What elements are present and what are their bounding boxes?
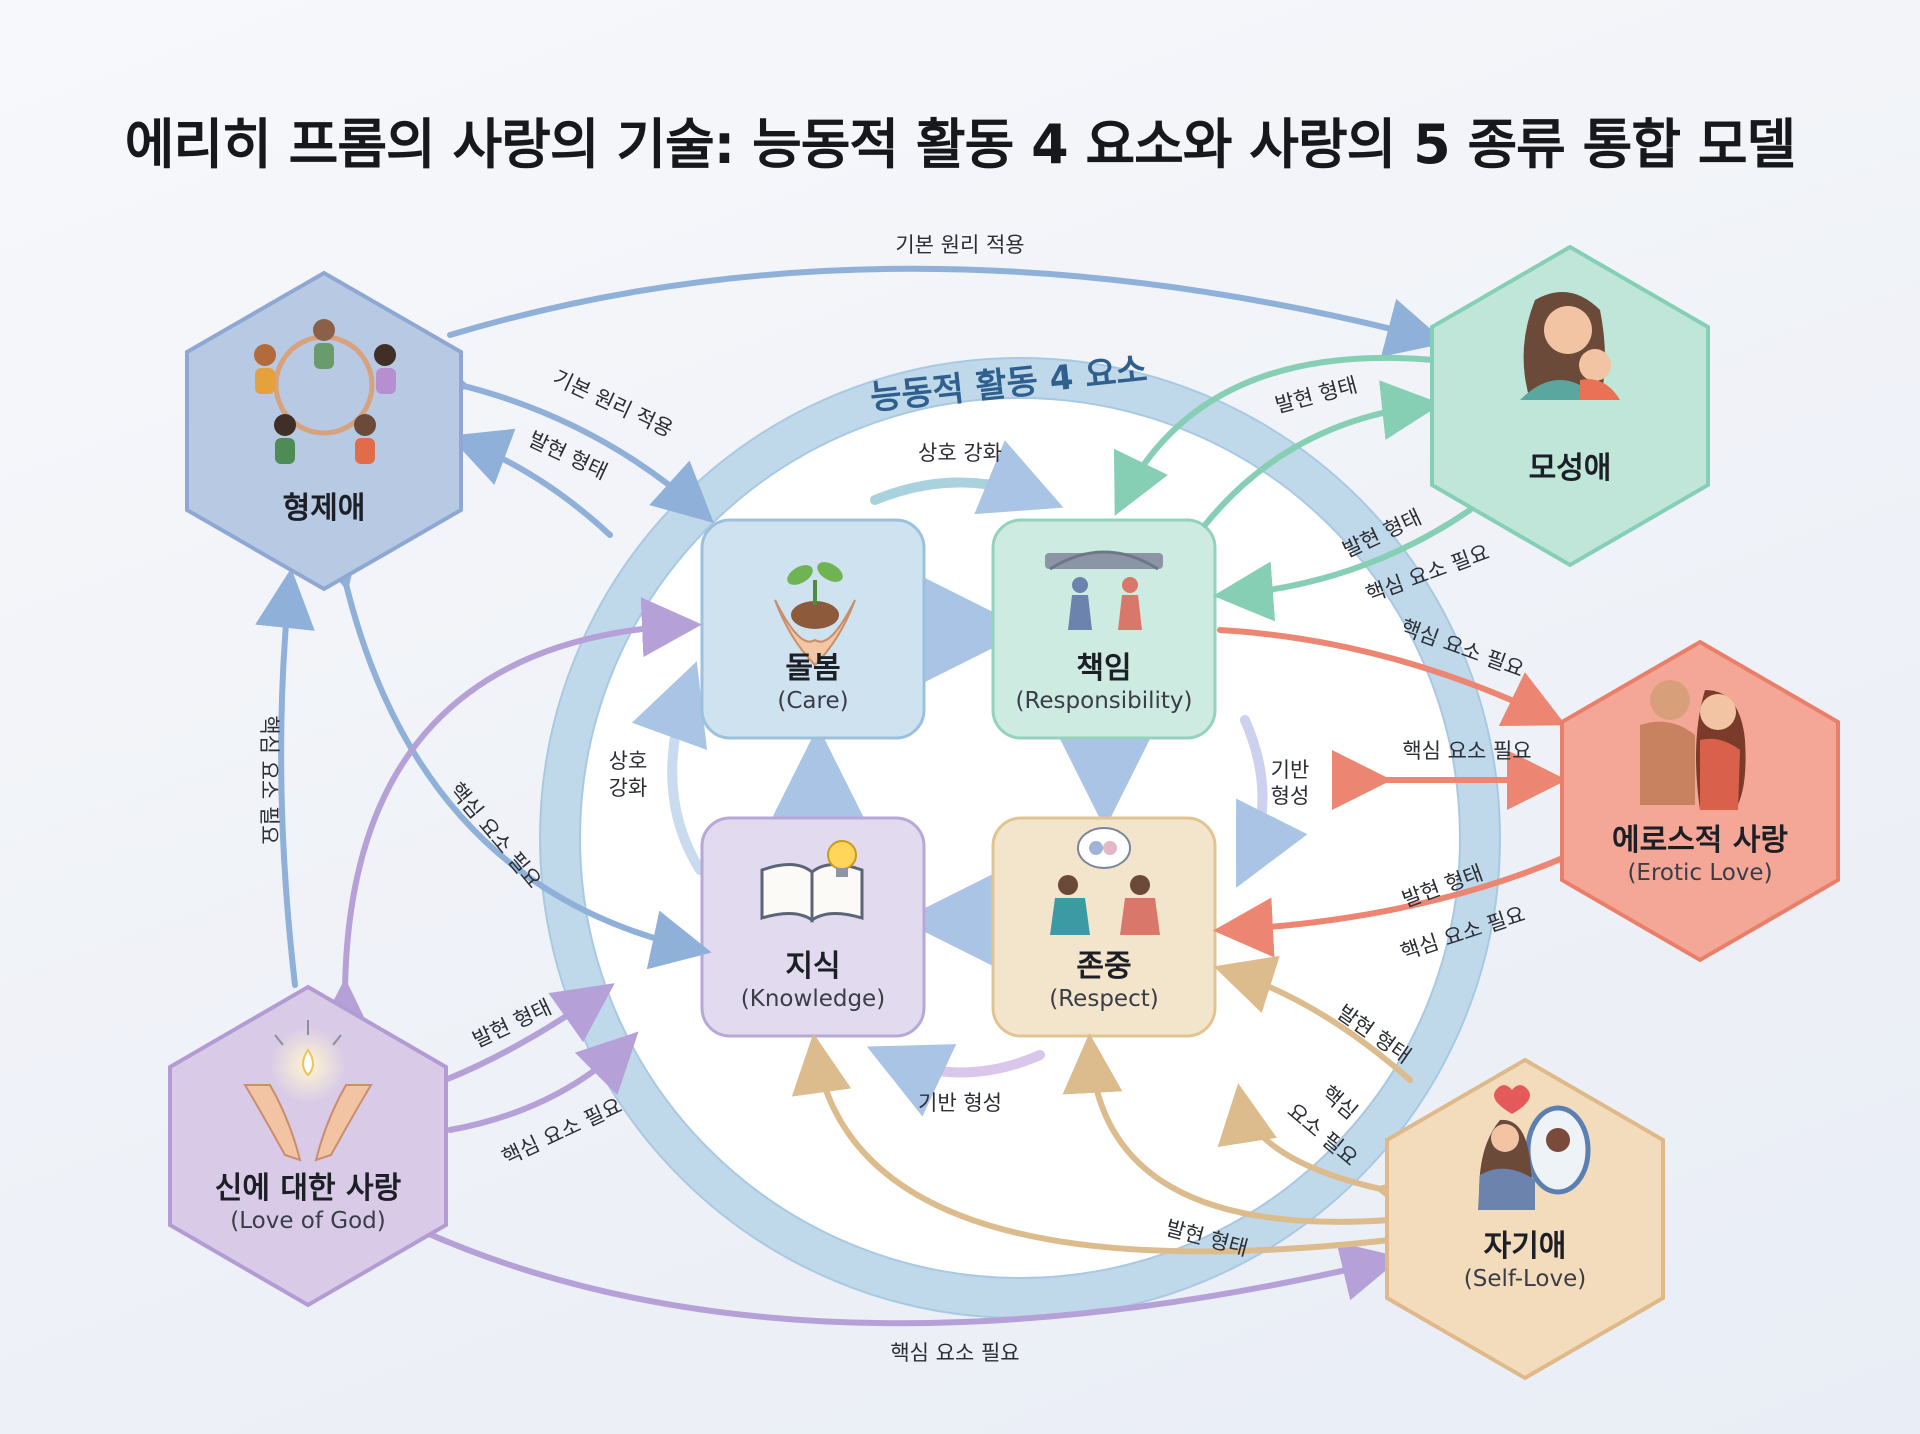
label-motherly-manifest-1: 발현 형태: [1273, 373, 1360, 418]
hex-motherly: 모성애: [1430, 244, 1710, 568]
self-label-en: (Self-Love): [1464, 1266, 1586, 1292]
hex-god: 신에 대한 사랑 (Love of God): [168, 984, 448, 1308]
self-to-knowledge-arrow: [791, 1033, 1393, 1255]
self-label-ko: 자기애: [1484, 1229, 1567, 1264]
god-hexagon: [168, 984, 448, 1308]
god-label-ko: 신에 대한 사랑: [215, 1171, 402, 1206]
element-care: 돌봄 (Care): [700, 518, 926, 740]
element-knowledge: 지식 (Knowledge): [700, 816, 926, 1038]
motherly-hexagon: [1430, 244, 1710, 568]
label-foundation-right-a: 기반: [1271, 758, 1310, 782]
book-lightbulb-icon: [760, 840, 864, 923]
label-brotherly-basic: 기본 원리 적용: [549, 365, 676, 441]
foundation-right-arrow: [1236, 715, 1308, 888]
hands-light-icon: [243, 1020, 373, 1162]
erotic-label-en: (Erotic Love): [1627, 860, 1772, 886]
self-manifest-arrow: [1213, 955, 1413, 1083]
label-top-basic: 기본 원리 적용: [895, 233, 1024, 257]
mirror-heart-icon: [1478, 1085, 1591, 1210]
label-foundation-bottom: 기반 형성: [918, 1091, 1002, 1115]
circle-of-people-icon: [254, 319, 396, 464]
connector-arrows: [255, 265, 1573, 1327]
responsibility-label-en: (Responsibility): [1015, 688, 1192, 714]
responsibility-label-ko: 책임: [1076, 651, 1131, 686]
respect-label-en: (Respect): [1049, 986, 1158, 1012]
care-label-en: (Care): [777, 688, 848, 714]
hex-self: 자기애 (Self-Love): [1385, 1057, 1665, 1381]
couple-embrace-icon: [1640, 680, 1746, 810]
erotic-label-ko: 에로스적 사랑: [1612, 823, 1788, 858]
label-vertical-core: 핵심 요소 필요: [257, 715, 281, 844]
erotic-to-respect-arrow: [1213, 852, 1573, 958]
mother-child-icon: [1520, 292, 1620, 400]
label-god-manifest: 발현 형태: [469, 995, 555, 1052]
sprout-in-hands-icon: [774, 562, 856, 667]
brotherly-manifest-arrow: [448, 428, 613, 538]
self-core-arrow: [1217, 1083, 1439, 1230]
god-to-self-arrow: [417, 1227, 1402, 1327]
label-brotherly-core: 핵심 요소 필요: [445, 778, 546, 892]
label-foundation-right-b: 형성: [1271, 784, 1310, 808]
foundation-bottom-arrow: [866, 1044, 1045, 1117]
motherly-label: 모성애: [1529, 451, 1612, 486]
brotherly-care-arrow: [406, 344, 714, 524]
responsibility-to-erotic-arrow: [1217, 627, 1566, 727]
knowledge-label-en: (Knowledge): [741, 986, 885, 1012]
brotherly-label: 형제애: [283, 491, 366, 526]
god-label-en: (Love of God): [230, 1208, 385, 1234]
element-responsibility: 책임 (Responsibility): [991, 518, 1217, 740]
label-mutual-left-b: 강화: [609, 776, 648, 800]
responsibility-box: [991, 518, 1217, 740]
people-bowing-icon: [1050, 827, 1160, 935]
element-respect: 존중 (Respect): [991, 816, 1217, 1038]
label-god-core: 핵심 요소 필요: [498, 1093, 625, 1169]
god-to-brotherly-arrow: [255, 568, 315, 988]
responsibility-to-motherly-arrow: [1202, 380, 1442, 528]
care-label-ko: 돌봄: [785, 651, 840, 686]
motherly-manifest-arrow-1: [1113, 354, 1438, 516]
people-holding-bridge-icon: [1045, 550, 1163, 630]
label-bottom-core: 핵심 요소 필요: [890, 1341, 1019, 1365]
hex-erotic: 에로스적 사랑 (Erotic Love): [1560, 639, 1840, 963]
god-care-arrow: [314, 597, 702, 1039]
hex-brotherly: 형제애: [185, 270, 463, 592]
label-erotic-core-2: 핵심 요소 필요: [1402, 739, 1531, 763]
label-mutual-top: 상호 강화: [918, 441, 1002, 465]
page-title: 에리히 프롬의 사랑의 기술: 능동적 활동 4 요소와 사랑의 5 종류 통합…: [124, 113, 1796, 176]
god-core-arrow: [447, 1031, 639, 1133]
brotherly-to-motherly-arrow: [447, 265, 1447, 357]
god-manifest-arrow: [442, 983, 615, 1083]
knowledge-label-ko: 지식: [785, 949, 840, 984]
self-to-respect-arrow: [1062, 1033, 1393, 1225]
respect-label-ko: 존중: [1076, 949, 1131, 984]
label-mutual-left-a: 상호: [609, 749, 648, 773]
mutual-top-arrow: [870, 440, 1064, 515]
motherly-core-arrow: [1213, 507, 1473, 622]
self-hexagon: [1385, 1057, 1665, 1381]
inner-arrows: [631, 440, 1308, 1117]
